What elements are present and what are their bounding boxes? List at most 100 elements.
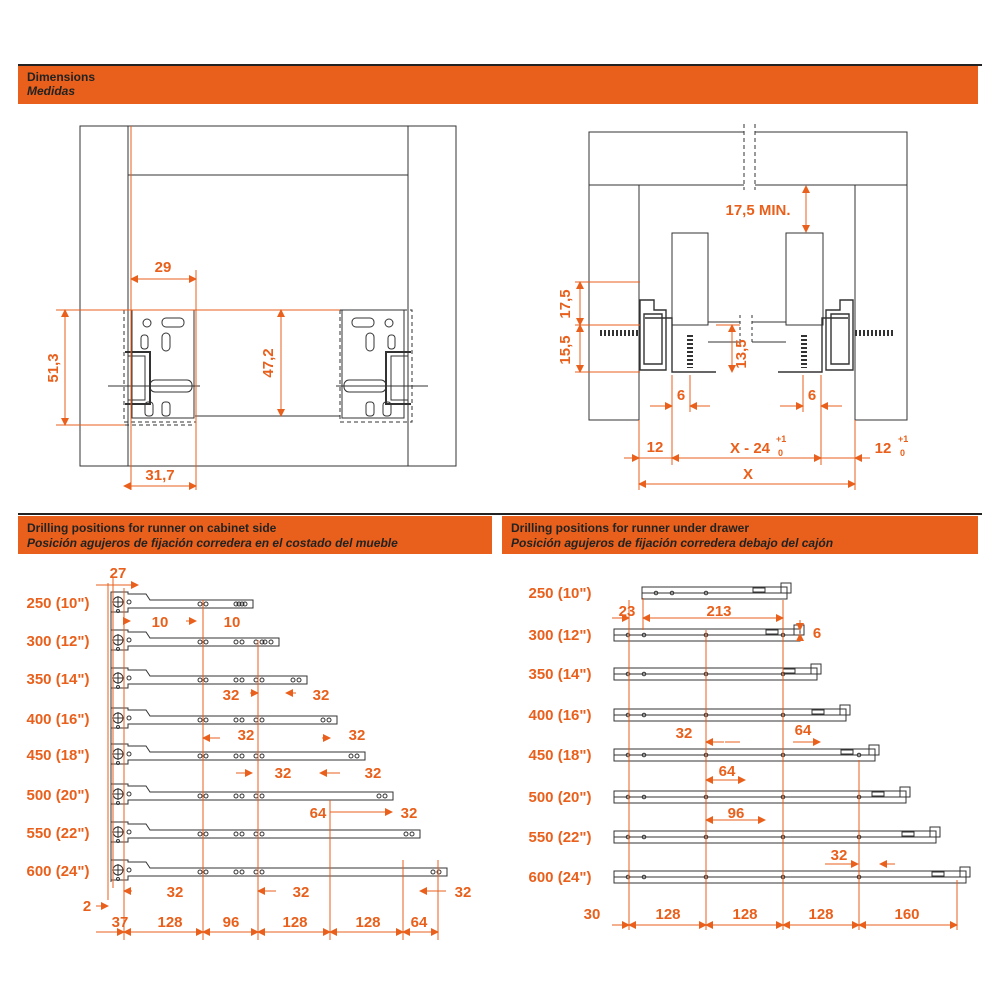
cabinet-runner-5 [110, 783, 394, 805]
cab-dim-32e: 32 [275, 765, 292, 782]
drawer-dimension-lines [612, 598, 958, 930]
left-runner-bracket [108, 309, 200, 423]
drawer-title: Drilling positions for runner under draw… [511, 521, 750, 535]
dim-17-5: 17,5 [557, 289, 574, 318]
cabinet-length-label: 450 (18") [27, 747, 90, 764]
drw-dim-213: 213 [706, 603, 731, 620]
right-runner-profile [778, 299, 895, 373]
drw-dim-64a: 64 [795, 722, 812, 739]
drawer-band: Drilling positions for runner under draw… [502, 516, 978, 554]
drawer-dimension-text: 23 213 6 32 64 64 96 32 30 128 128 128 1… [584, 603, 920, 923]
dimensions-title: Dimensions [27, 70, 96, 84]
cab-dim-32f: 32 [365, 765, 382, 782]
dimensions-band: Dimensions Medidas [18, 66, 978, 104]
dim-15-5: 15,5 [557, 335, 574, 364]
left-runner-profile [600, 299, 716, 373]
drw-bottom-128c: 128 [808, 906, 833, 923]
cabinet-subtitle: Posición agujeros de fijación corredera … [27, 536, 398, 550]
cabinet-length-label: 500 (20") [27, 787, 90, 804]
cabinet-band: Drilling positions for runner on cabinet… [18, 516, 492, 554]
cab-dim-27: 27 [110, 565, 127, 582]
cabinet-length-label: 600 (24") [27, 863, 90, 880]
cabinet-length-label: 250 (10") [27, 595, 90, 612]
dim-12-right: 12 [875, 440, 892, 457]
drw-dim-64b: 64 [719, 763, 736, 780]
dim-29: 29 [155, 259, 172, 276]
cab-dim-64: 64 [310, 805, 327, 822]
section-view-dimensions [575, 185, 870, 490]
cab-bottom-64: 64 [411, 914, 428, 931]
drawer-length-label: 400 (16") [529, 707, 592, 724]
cabinet-runner-0 [110, 591, 254, 613]
cabinet-title: Drilling positions for runner on cabinet… [27, 521, 277, 535]
middle-rule [18, 513, 982, 515]
drawer-length-label: 300 (12") [529, 627, 592, 644]
right-side-panel [854, 184, 908, 421]
top-rule [18, 64, 982, 66]
dim-17-5-min: 17,5 MIN. [725, 202, 790, 219]
drawer-length-label: 250 (10") [529, 585, 592, 602]
cabinet-runner-6 [110, 821, 421, 843]
cabinet-length-label: 350 (14") [27, 671, 90, 688]
drawer-runner-3 [613, 704, 851, 722]
drawer-runner-7 [613, 866, 971, 884]
dim-51-3: 51,3 [45, 353, 62, 382]
dim-12-left: 12 [647, 439, 664, 456]
cab-dim-10b: 10 [224, 614, 241, 631]
drawer-length-label: 350 (14") [529, 666, 592, 683]
drw-bottom-30: 30 [584, 906, 601, 923]
drw-bottom-128a: 128 [655, 906, 680, 923]
cabinet-runners [110, 591, 448, 882]
drawer-runner-2 [613, 663, 822, 681]
dim-47-2: 47,2 [260, 348, 277, 377]
front-view [79, 125, 457, 467]
drawer-runner-0 [641, 582, 792, 600]
drw-dim-32b: 32 [831, 847, 848, 864]
cab-bottom-128c: 128 [355, 914, 380, 931]
cabinet-length-label: 300 (12") [27, 633, 90, 650]
cabinet-length-label: 400 (16") [27, 711, 90, 728]
drw-dim-23: 23 [619, 603, 636, 620]
dim-x: X [743, 466, 753, 483]
cabinet-runner-1 [110, 629, 280, 651]
cab-dim-32a: 32 [223, 687, 240, 704]
top-panel-right [755, 131, 908, 186]
cabinet-length-labels: 250 (10") 300 (12") 350 (14") 400 (16") 450 … [27, 595, 90, 880]
cab-dim-32j: 32 [455, 884, 472, 901]
cab-dim-32b: 32 [313, 687, 330, 704]
drw-dim-32a: 32 [676, 725, 693, 742]
cabinet-dimension-lines [96, 578, 446, 940]
dimensions-subtitle: Medidas [27, 84, 76, 98]
cabinet-runner-7 [110, 859, 448, 881]
left-drawer-side [671, 232, 709, 326]
right-runner-bracket [336, 309, 428, 423]
dim-x-minus-24: X - 24 [730, 440, 771, 457]
cab-dim-32h: 32 [167, 884, 184, 901]
cab-dim-2: 2 [83, 898, 91, 915]
right-drawer-side [785, 232, 824, 326]
dim-x-minus-tol-up: +1 [776, 434, 786, 444]
dim-12-right-tol-down: 0 [900, 448, 905, 458]
cab-bottom-128a: 128 [157, 914, 182, 931]
drw-bottom-128b: 128 [732, 906, 757, 923]
section-view [588, 124, 908, 421]
cabinet-length-label: 550 (22") [27, 825, 90, 842]
dim-6-left: 6 [677, 387, 685, 404]
drawer-length-label: 550 (22") [529, 829, 592, 846]
dim-13-5: 13,5 [733, 339, 750, 368]
cabinet-runner-3 [110, 707, 338, 729]
dim-x-minus-tol-down: 0 [778, 448, 783, 458]
cab-dim-10a: 10 [152, 614, 169, 631]
drawer-runner-4 [613, 744, 880, 762]
cabinet-dimension-text: 27 10 10 32 32 32 32 32 32 64 32 32 32 3… [83, 565, 472, 931]
cab-dim-32c: 32 [238, 727, 255, 744]
drawer-length-labels: 250 (10")300 (12")350 (14")400 (16")450 … [529, 585, 592, 886]
cabinet-outline [79, 125, 457, 467]
drawer-runner-5 [613, 786, 911, 804]
dim-12-right-tol-up: +1 [898, 434, 908, 444]
cab-bottom-96: 96 [223, 914, 240, 931]
cab-dim-32d: 32 [349, 727, 366, 744]
cab-bottom-128b: 128 [282, 914, 307, 931]
front-view-dimensions [56, 126, 340, 490]
